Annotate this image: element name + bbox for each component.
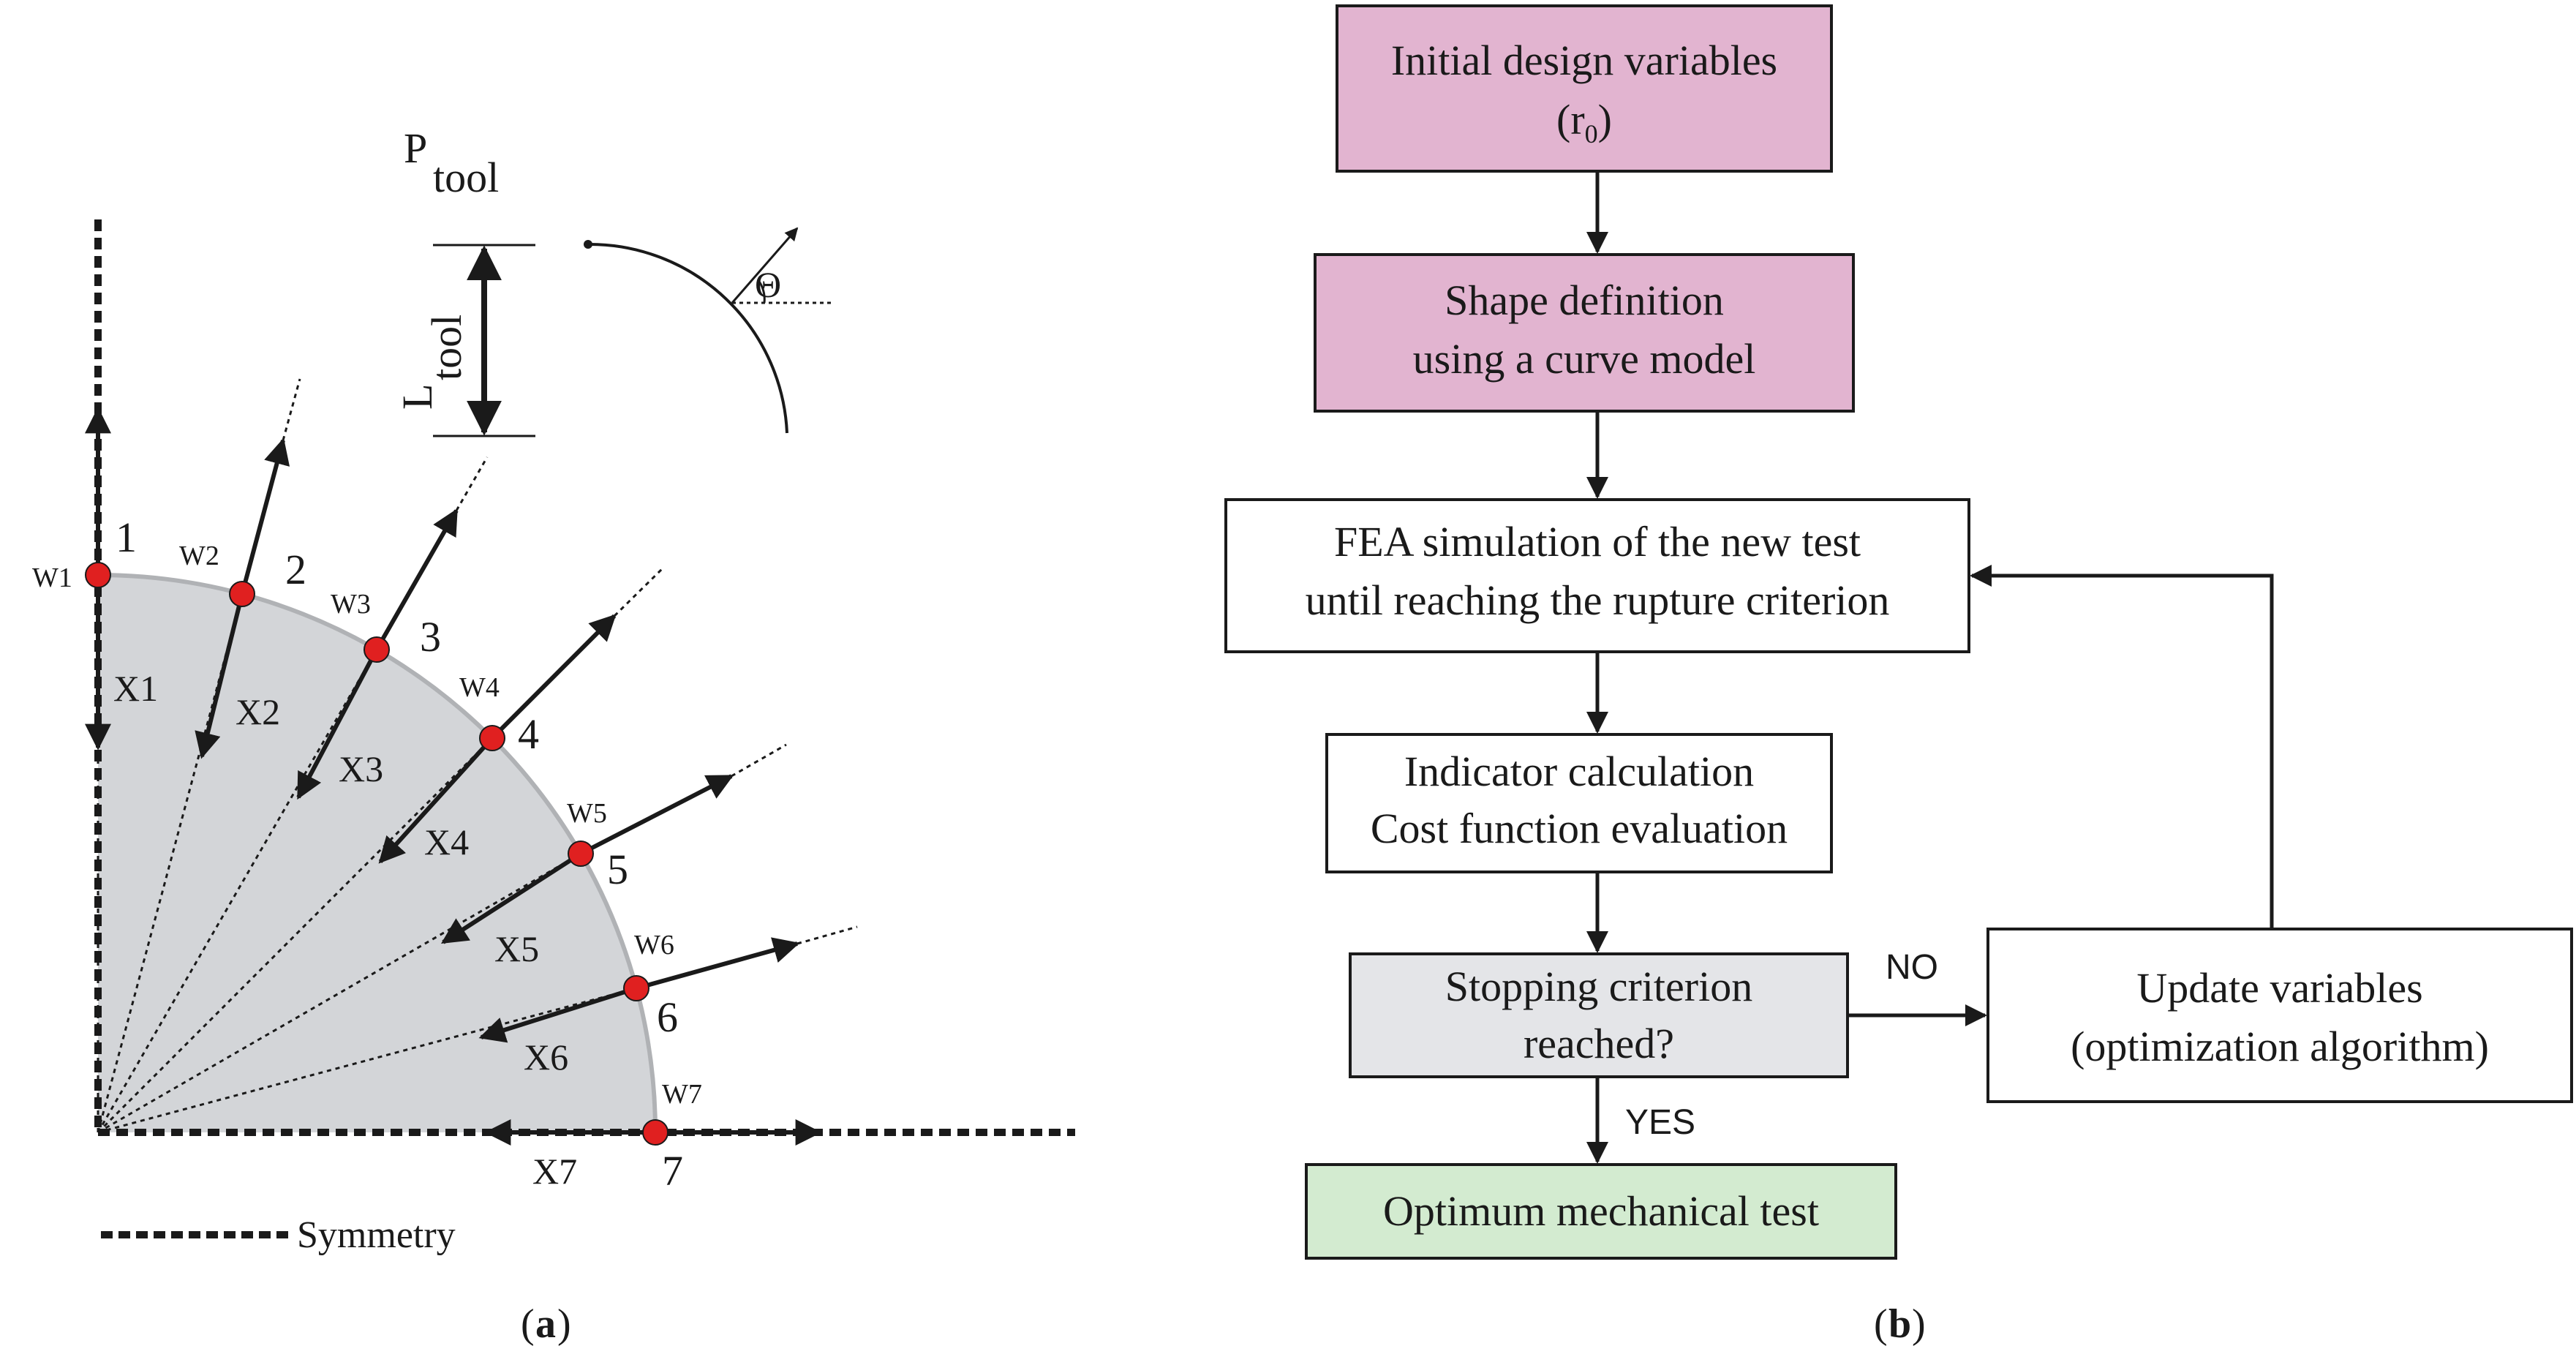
- point-w7: [642, 1119, 669, 1146]
- indicator-line2: Cost function evaluation: [1371, 805, 1788, 852]
- fea-simulation-box: [1224, 498, 1970, 653]
- panel-b: Initial design variables (r0) Shape defi…: [1224, 4, 2573, 1347]
- point-w2: [229, 581, 255, 607]
- fea-line1: FEA simulation of the new test: [1334, 518, 1861, 565]
- optimum-line1: Optimum mechanical test: [1383, 1187, 1819, 1235]
- label-x3: X3: [339, 748, 383, 789]
- theta-angle-arc: [756, 279, 766, 304]
- tool-legend: P tool L tool Θ: [393, 124, 834, 437]
- point-w1: [85, 562, 111, 588]
- stopping-line2: reached?: [1524, 1020, 1674, 1067]
- label-x5: X5: [494, 928, 539, 969]
- optimum-test-box: [1305, 1163, 1897, 1260]
- label-w3: W3: [331, 589, 371, 620]
- indicator-box: [1325, 733, 1833, 873]
- update-variables-box: [1986, 928, 2573, 1103]
- caption-b-close: ): [1912, 1301, 1926, 1347]
- caption-b-letter: b: [1888, 1301, 1911, 1347]
- initial-sub: 0: [1585, 119, 1598, 148]
- w-arrows: [85, 407, 822, 1146]
- shape-line1: Shape definition: [1445, 277, 1724, 324]
- caption-a-open: (: [521, 1301, 535, 1347]
- initial-line1: Initial design variables: [1391, 37, 1777, 84]
- label-x1: X1: [113, 668, 158, 709]
- label-n7: 7: [662, 1147, 683, 1195]
- label-x4: X4: [424, 821, 469, 862]
- initial-close: ): [1598, 96, 1612, 143]
- label-w6: W6: [634, 930, 674, 960]
- x-arrows: [85, 575, 655, 1146]
- label-x2: X2: [236, 691, 280, 732]
- shape-line2: using a curve model: [1413, 335, 1756, 383]
- indicator-line1: Indicator calculation: [1404, 748, 1754, 795]
- point-w4: [479, 725, 505, 751]
- theta-normal-arrow: [731, 227, 799, 304]
- label-n3: 3: [420, 613, 441, 661]
- initial-r: (r: [1556, 96, 1585, 143]
- point-w5: [568, 841, 594, 867]
- label-x7: X7: [532, 1151, 577, 1192]
- theta-label: Θ: [755, 264, 781, 305]
- label-n5: 5: [607, 846, 628, 893]
- arrow-update-to-fea: [1970, 565, 2274, 929]
- label-w2: W2: [179, 541, 219, 571]
- initial-design-box: [1336, 4, 1833, 173]
- stopping-line1: Stopping criterion: [1445, 963, 1752, 1010]
- label-n1: 1: [116, 514, 137, 561]
- stopping-criterion-box: [1349, 952, 1849, 1078]
- tool-arc: [589, 242, 788, 434]
- update-line1: Update variables: [2136, 964, 2422, 1012]
- caption-a-close: ): [557, 1301, 571, 1347]
- yes-label: YES: [1625, 1103, 1695, 1142]
- caption-b-open: (: [1874, 1301, 1888, 1347]
- control-points: [85, 562, 669, 1146]
- l-tool-sub: tool: [423, 315, 470, 380]
- p-tool-sub: tool: [433, 154, 499, 201]
- label-x6: X6: [524, 1037, 568, 1078]
- label-w5: W5: [567, 798, 607, 829]
- initial-line2: (r0): [1556, 96, 1612, 148]
- point-w6: [623, 975, 649, 1001]
- label-w1: W1: [32, 563, 72, 593]
- l-tool-main: L: [393, 384, 441, 410]
- panel-a: W1 W2 W3 W4 W5 W6 W7 1 2 3 4 5 6 7 X1 X2…: [32, 124, 1075, 1347]
- update-line2: (optimization algorithm): [2071, 1023, 2489, 1070]
- tool-arc-start-dot: [584, 240, 592, 249]
- label-n4: 4: [518, 710, 539, 758]
- caption-a-letter: a: [535, 1301, 556, 1347]
- no-label: NO: [1886, 948, 1938, 987]
- label-n6: 6: [657, 993, 678, 1041]
- point-w3: [364, 636, 390, 663]
- shape-definition-box: [1314, 253, 1855, 413]
- fea-line2: until reaching the rupture criterion: [1306, 576, 1890, 624]
- symmetry-legend-label: Symmetry: [297, 1214, 456, 1256]
- label-n2: 2: [285, 546, 306, 593]
- p-tool-main: P: [404, 124, 427, 172]
- label-w4: W4: [459, 672, 500, 703]
- label-w7: W7: [662, 1079, 702, 1110]
- outward-dotted-lines: [282, 378, 858, 945]
